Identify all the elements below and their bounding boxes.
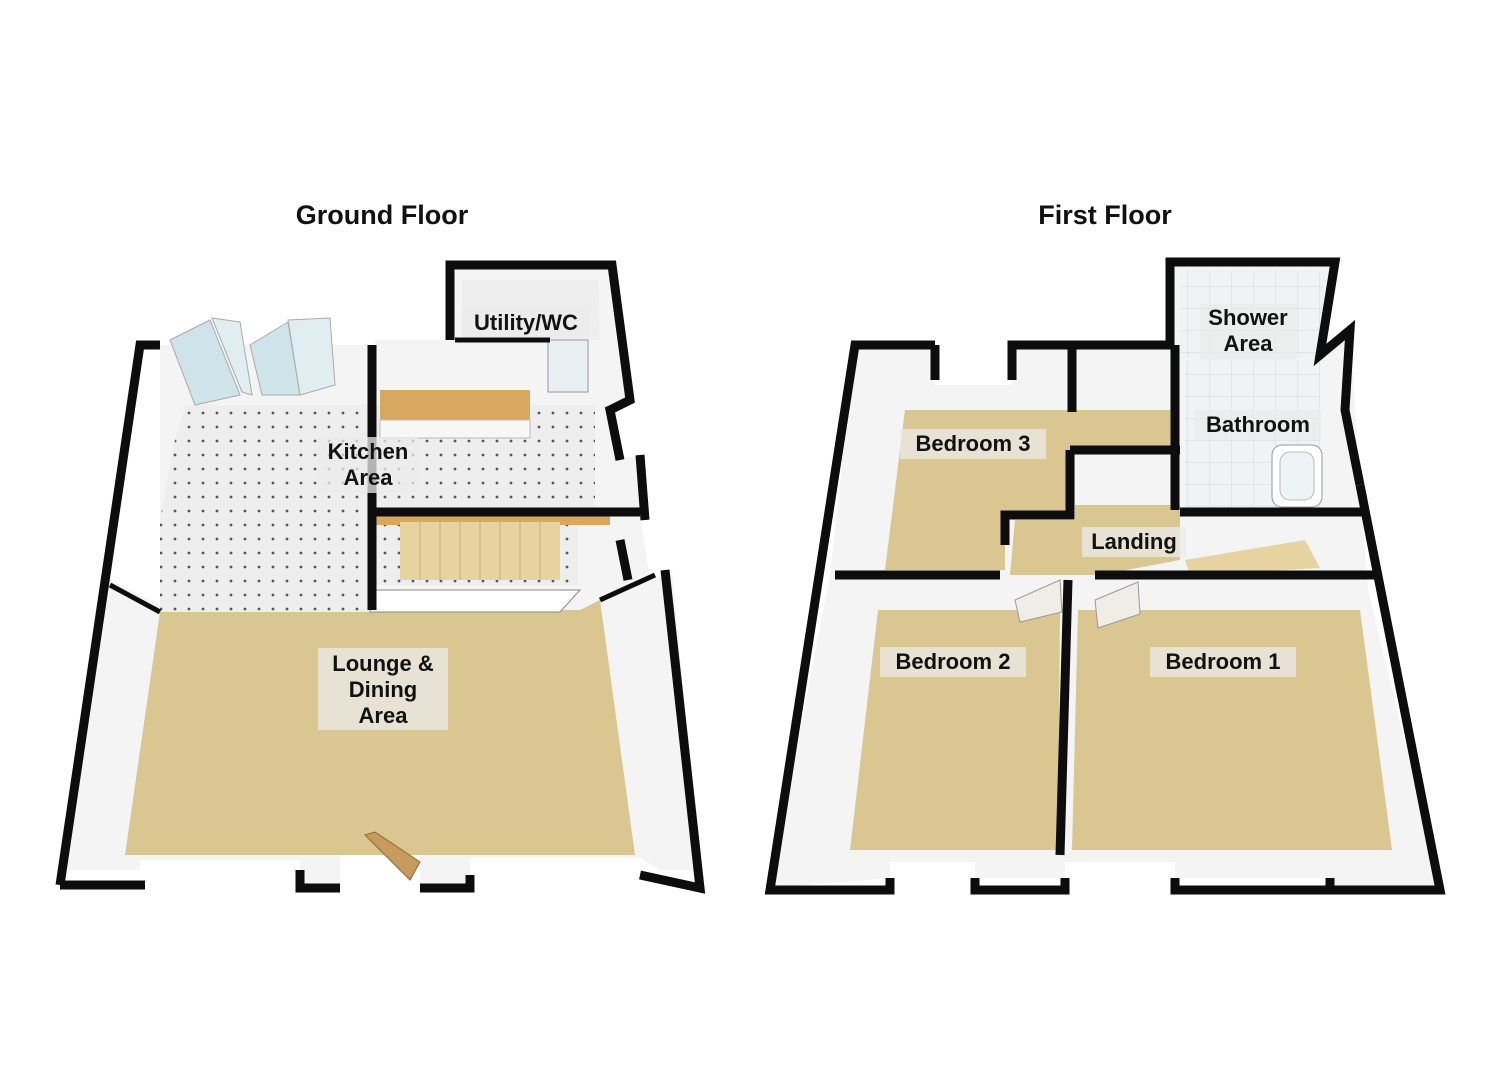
room-label-kitchen-line-2: Area bbox=[344, 465, 394, 490]
bedroom-2-door bbox=[1014, 579, 1063, 623]
room-label-bedroom-1-text: Bedroom 1 bbox=[1166, 649, 1281, 674]
room-label-bathroom-text: Bathroom bbox=[1206, 412, 1310, 437]
bedroom-1-door bbox=[1094, 581, 1141, 629]
room-label-bathroom: Bathroom bbox=[1195, 410, 1321, 440]
bath-tub bbox=[1271, 444, 1323, 508]
room-label-kitchen-line-1: Kitchen bbox=[328, 439, 409, 464]
room-label-bedroom-1: Bedroom 1 bbox=[1150, 647, 1296, 677]
room-label-lounge-line-2: Dining bbox=[349, 677, 417, 702]
bedroom-2-floor bbox=[850, 610, 1060, 850]
room-label-landing-text: Landing bbox=[1091, 529, 1177, 554]
bifold-doors bbox=[169, 317, 336, 406]
first-floor-title: First Floor bbox=[1038, 200, 1172, 230]
ground-floor-wall-lines bbox=[55, 260, 706, 894]
room-label-shower-line-1: Shower bbox=[1208, 305, 1288, 330]
room-label-kitchen: Kitchen Area bbox=[318, 437, 418, 493]
kitchen-cabinets bbox=[379, 419, 531, 439]
room-label-shower: Shower Area bbox=[1200, 304, 1296, 360]
room-label-lounge-dining: Lounge & Dining Area bbox=[318, 648, 448, 730]
ground-floor-title: Ground Floor bbox=[295, 200, 469, 230]
kitchen-worktop bbox=[380, 390, 530, 420]
room-label-utility-wc: Utility/WC bbox=[462, 307, 590, 337]
room-label-utility-wc-text: Utility/WC bbox=[474, 310, 578, 335]
room-label-bedroom-2-text: Bedroom 2 bbox=[896, 649, 1011, 674]
room-label-bedroom-3: Bedroom 3 bbox=[900, 429, 1046, 459]
room-label-shower-line-2: Area bbox=[1224, 331, 1274, 356]
utility-door-glazed bbox=[547, 339, 589, 393]
ground-floor-plan: Utility/WC Kitchen Area Lounge & Dining … bbox=[55, 260, 706, 894]
room-label-lounge-line-1: Lounge & bbox=[332, 651, 434, 676]
bedroom-1-floor bbox=[1072, 610, 1392, 850]
first-floor-wall-lines bbox=[764, 257, 1446, 895]
room-label-landing: Landing bbox=[1082, 527, 1186, 557]
room-label-bedroom-3-text: Bedroom 3 bbox=[916, 431, 1031, 456]
front-door bbox=[364, 831, 421, 881]
room-label-lounge-line-3: Area bbox=[359, 703, 409, 728]
ground-floor-stairs bbox=[369, 515, 610, 613]
first-floor-plan: Shower Area Bathroom Bedroom 3 Landing B… bbox=[764, 257, 1446, 895]
room-label-bedroom-2: Bedroom 2 bbox=[880, 647, 1026, 677]
first-floor-stairs bbox=[1185, 540, 1320, 575]
